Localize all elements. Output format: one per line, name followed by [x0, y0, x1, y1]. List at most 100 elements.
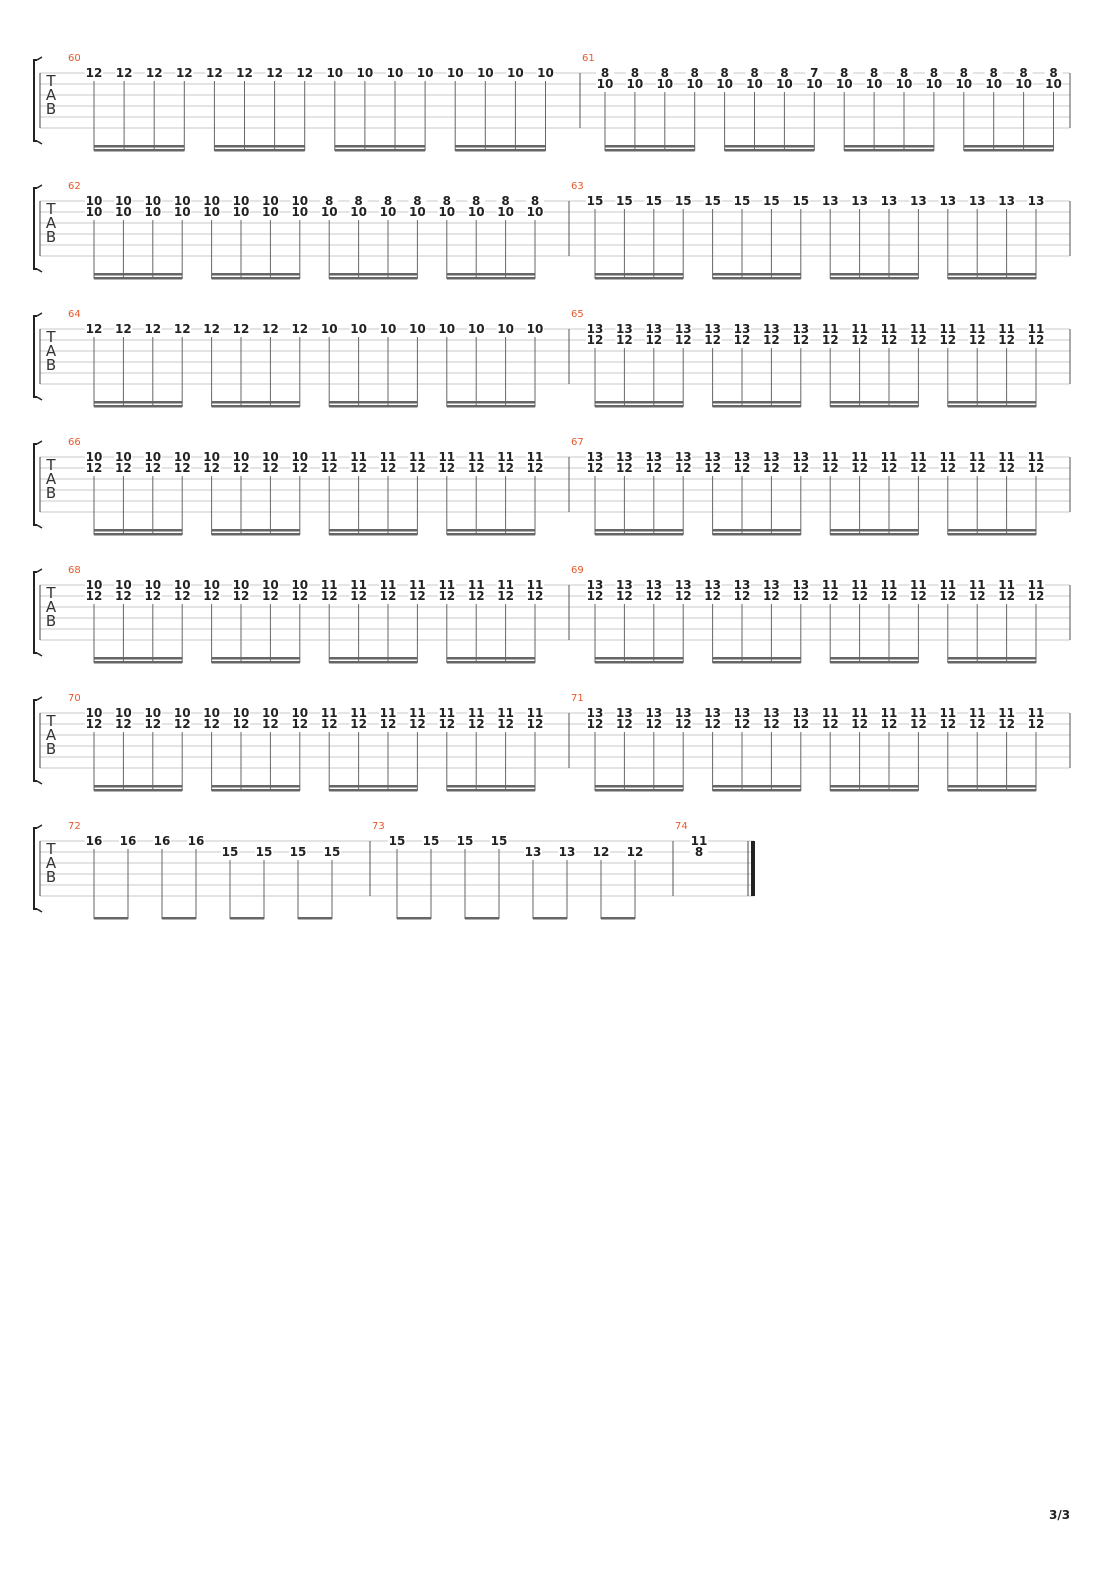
fret-number: 11 [851, 322, 868, 336]
fret-mask [496, 451, 515, 462]
fret-number: 13 [763, 322, 780, 336]
fret-mask [115, 67, 134, 78]
fret-mask [320, 195, 339, 206]
note-beam [211, 789, 300, 792]
fret-number: 15 [587, 194, 604, 208]
fret-mask [762, 334, 781, 345]
fret-number: 12 [822, 589, 839, 603]
fret-number: 12 [174, 717, 191, 731]
tab-clef-letter: T [45, 200, 56, 218]
fret-number: 10 [115, 706, 132, 720]
fret-mask [703, 462, 722, 473]
fret-mask [909, 590, 928, 601]
fret-number: 12 [645, 589, 662, 603]
note-beam [947, 277, 1036, 280]
fret-number: 10 [806, 77, 823, 91]
fret-number: 10 [656, 77, 673, 91]
tab-clef-letter: T [45, 456, 56, 474]
fret-number: 10 [291, 205, 308, 219]
tab-clef-letter: A [46, 854, 57, 872]
fret-mask [938, 334, 957, 345]
note-beam [162, 917, 196, 920]
fret-mask [968, 195, 987, 206]
fret-mask [762, 579, 781, 590]
fret-mask [85, 67, 103, 78]
fret-mask [496, 462, 515, 473]
note-beam [94, 533, 183, 536]
note-beam [830, 277, 919, 280]
note-beam [830, 401, 919, 404]
tab-clef-letter: A [46, 598, 57, 616]
fret-mask [114, 195, 133, 206]
note-beam [947, 661, 1036, 664]
fret-number: 10 [387, 66, 404, 80]
fret-mask [909, 707, 928, 718]
fret-number: 10 [115, 194, 132, 208]
fret-number: 13 [704, 322, 721, 336]
fret-number: 12 [233, 322, 250, 336]
fret-mask [703, 195, 722, 206]
fret-mask [496, 590, 515, 601]
fret-mask [733, 590, 751, 601]
fret-mask [791, 334, 810, 345]
fret-mask [733, 718, 751, 729]
bar-number: 69 [571, 565, 584, 576]
fret-mask [938, 579, 957, 590]
fret-mask [997, 590, 1016, 601]
fret-mask [586, 590, 604, 601]
fret-number: 15 [675, 194, 692, 208]
fret-mask [320, 718, 339, 729]
fret-number: 12 [86, 461, 103, 475]
fret-mask [821, 323, 840, 334]
fret-mask [437, 195, 456, 206]
fret-number: 12 [1028, 717, 1045, 731]
note-beam [712, 401, 801, 404]
fret-mask [644, 462, 663, 473]
fret-number: 8 [1019, 66, 1027, 80]
fret-number: 12 [236, 66, 253, 80]
fret-number: 11 [691, 834, 708, 848]
fret-number: 11 [527, 578, 544, 592]
fret-mask [114, 579, 133, 590]
fret-mask [467, 707, 486, 718]
fret-number: 15 [792, 194, 809, 208]
fret-number: 10 [497, 322, 514, 336]
fret-number: 12 [380, 589, 397, 603]
fret-mask [775, 67, 794, 78]
fret-number: 10 [291, 450, 308, 464]
fret-number: 13 [734, 322, 751, 336]
system-bracket [33, 571, 37, 654]
fret-number: 13 [851, 194, 868, 208]
fret-mask [173, 590, 192, 601]
fret-mask [536, 67, 555, 78]
fret-mask [1027, 579, 1045, 590]
note-beam [94, 273, 183, 276]
fret-number: 15 [616, 194, 633, 208]
fret-mask [850, 451, 869, 462]
fret-mask [938, 707, 957, 718]
fret-number: 13 [704, 578, 721, 592]
fret-mask [526, 579, 544, 590]
note-beam [830, 789, 919, 792]
fret-number: 11 [468, 706, 485, 720]
tab-system: TAB6810121012101210121012101210121012111… [33, 565, 1071, 664]
fret-number: 10 [597, 77, 614, 91]
fret-mask [320, 451, 339, 462]
fret-number: 11 [939, 450, 956, 464]
fret-mask [850, 590, 869, 601]
fret-mask [408, 707, 427, 718]
fret-mask [349, 579, 368, 590]
fret-mask [791, 590, 810, 601]
fret-mask [674, 451, 693, 462]
fret-mask [703, 718, 722, 729]
fret-mask [379, 718, 397, 729]
note-beam [94, 917, 128, 920]
fret-number: 8 [960, 66, 968, 80]
fret-mask [762, 590, 781, 601]
fret-mask [791, 718, 810, 729]
fret-number: 13 [969, 194, 986, 208]
fret-number: 12 [409, 589, 426, 603]
fret-mask [762, 462, 781, 473]
